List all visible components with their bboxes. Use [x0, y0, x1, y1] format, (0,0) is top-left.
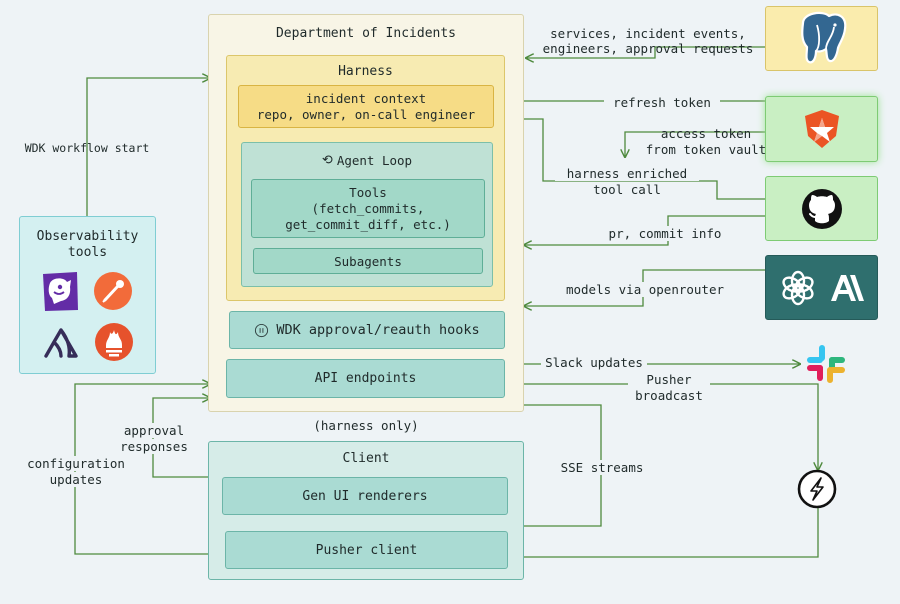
edge-label-enriched-1: harness enriched: [555, 166, 699, 181]
gen-ui-renderers-box: Gen UI renderers: [222, 477, 508, 515]
edge-label-access-token-2: from token vault: [645, 142, 767, 157]
tools-line-1: Tools: [349, 184, 387, 200]
github-octocat-icon: [801, 188, 842, 229]
edge-label-access-token-1: access token: [660, 126, 752, 141]
harness-only-note: (harness only): [313, 418, 419, 433]
tools-line-2: (fetch_commits,: [311, 200, 425, 216]
subagents-box: Subagents: [253, 248, 483, 274]
gen-ui-label: Gen UI renderers: [302, 488, 428, 504]
tools-box: Tools (fetch_commits, get_commit_diff, e…: [251, 179, 485, 238]
subagents-label: Subagents: [334, 253, 402, 269]
agent-loop-title: Agent Loop: [336, 152, 413, 168]
auth0-box: [765, 96, 878, 162]
pusher-client-box: Pusher client: [225, 531, 508, 569]
ai-providers-box: [765, 255, 878, 320]
edge-label-enriched-2: tool call: [555, 182, 699, 197]
openai-logo-icon: [781, 270, 814, 305]
edge-label-models: models via openrouter: [560, 282, 730, 297]
prometheus-icon: [95, 323, 133, 361]
api-endpoints-box: API endpoints: [226, 359, 505, 398]
refresh-cycle-icon: ⟲: [321, 152, 333, 168]
incident-context-line-2: repo, owner, on-call engineer: [256, 106, 476, 122]
incident-context-line-1: incident context: [305, 90, 427, 106]
edge-label-config-1: configuration: [20, 456, 132, 471]
edge-label-pusher-broadcast-1: Pusher: [628, 372, 710, 387]
edge-label-refresh-token: refresh token: [604, 95, 720, 110]
github-box: [765, 176, 878, 241]
slack-logo-icon: [807, 345, 845, 383]
edge-label-db-data-1: services, incident events,: [550, 26, 746, 41]
observability-title-2: tools: [67, 245, 108, 260]
agent-loop-header: ⟲ Agent Loop: [241, 151, 493, 169]
edge-label-slack-updates: Slack updates: [541, 355, 647, 370]
sentry-icon: [44, 328, 78, 358]
edge-label-config-2: updates: [20, 472, 132, 487]
postgres-box: [765, 6, 878, 71]
pusher-bolt-icon: [797, 469, 837, 509]
edge-pusher-to-client: [510, 508, 819, 557]
api-endpoints-label: API endpoints: [314, 371, 417, 386]
pusher-client-label: Pusher client: [315, 542, 418, 558]
edge-label-approval-2: responses: [112, 439, 196, 454]
observability-title-1: Observability: [36, 229, 139, 244]
tools-line-3: get_commit_diff, etc.): [285, 216, 451, 232]
edge-label-approval-1: approval: [112, 423, 196, 438]
datadog-icon: [43, 272, 78, 311]
edge-label-pr-commit: pr, commit info: [600, 226, 730, 241]
anthropic-logo-icon: [830, 274, 864, 301]
department-title: Department of Incidents: [275, 26, 456, 41]
pause-icon: [255, 323, 269, 337]
harness-title: Harness: [338, 64, 393, 79]
edge-label-pusher-broadcast-2: broadcast: [628, 388, 710, 403]
auth0-shield-icon: [804, 110, 839, 148]
postman-icon: [94, 272, 132, 310]
wdk-hooks-box: WDK approval/reauth hooks: [229, 311, 505, 349]
client-title: Client: [342, 451, 390, 466]
edge-label-sse-streams: SSE streams: [554, 460, 650, 475]
wdk-hooks-label: WDK approval/reauth hooks: [276, 322, 480, 338]
incident-context-box: incident context repo, owner, on-call en…: [238, 85, 494, 128]
observability-tools-box: [19, 216, 156, 374]
edge-label-wdk-start: WDK workflow start: [24, 141, 150, 155]
edge-label-db-data-2: engineers, approval requests: [542, 41, 754, 56]
postgresql-elephant-icon: [800, 11, 846, 63]
